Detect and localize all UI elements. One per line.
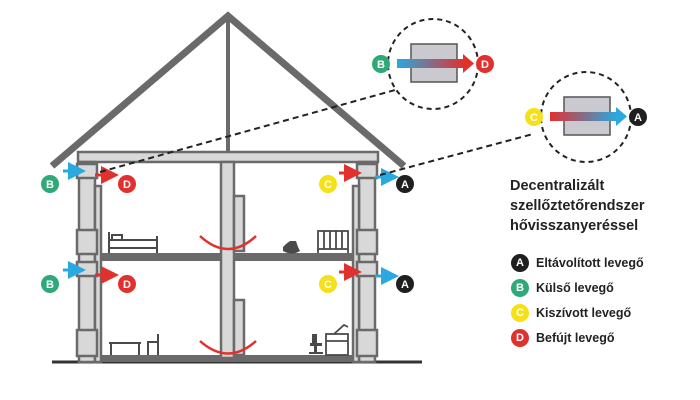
chair-icon (147, 334, 159, 355)
svg-text:B: B (46, 279, 54, 291)
diagram-title-line-2: szellőztetőrendszer (510, 198, 645, 214)
recovery-arc-upper (199, 235, 257, 251)
callout-line-1 (99, 89, 396, 173)
roof (49, 11, 407, 169)
center-column (219, 160, 246, 360)
legend-badge-d: D (511, 329, 529, 347)
recovery-arc-lower (199, 340, 257, 355)
legend-item-b: B Külső levegő (511, 278, 614, 298)
svg-text:D: D (123, 279, 131, 291)
legend-label-a: Eltávolított levegő (536, 256, 644, 270)
rocking-horse-icon (283, 241, 300, 254)
svg-text:D: D (481, 59, 489, 71)
magnifier-inflow: B D (372, 18, 494, 110)
legend-badge-c: C (511, 304, 529, 322)
badge-a-upper: A (396, 175, 414, 193)
desk-icon (325, 323, 349, 356)
svg-text:A: A (401, 279, 409, 291)
crib-icon (317, 230, 349, 253)
magnifier-outflow: C A (525, 71, 647, 163)
badge-b-upper: B (41, 175, 59, 193)
office-chair-icon (309, 334, 323, 354)
badge-d-lower: D (118, 275, 136, 293)
badge-a-lower: A (396, 275, 414, 293)
badge-b-lower: B (41, 275, 59, 293)
svg-text:C: C (530, 112, 538, 124)
svg-text:C: C (324, 179, 332, 191)
legend-label-d: Befújt levegő (536, 331, 615, 345)
svg-text:B: B (46, 179, 54, 191)
legend-item-c: C Kiszívott levegő (511, 303, 631, 323)
legend-badge-a: A (511, 254, 529, 272)
legend-label-b: Külső levegő (536, 281, 614, 295)
right-wall (351, 160, 379, 364)
svg-text:C: C (324, 279, 332, 291)
svg-text:D: D (123, 179, 131, 191)
svg-text:B: B (377, 59, 385, 71)
svg-text:A: A (634, 112, 642, 124)
legend-item-d: D Befújt levegő (511, 328, 615, 348)
table-icon (109, 342, 141, 355)
legend-item-a: A Eltávolított levegő (511, 253, 644, 273)
left-wall (75, 160, 103, 364)
callout-line-2 (379, 133, 534, 176)
badge-c-upper: C (319, 175, 337, 193)
diagram-title-line-3: hővisszanyeréssel (510, 218, 639, 234)
badge-d-upper: D (118, 175, 136, 193)
diagram-title-line-1: Decentralizált (510, 178, 605, 194)
bed-icon (108, 232, 158, 253)
badge-c-lower: C (319, 275, 337, 293)
legend-badge-b: B (511, 279, 529, 297)
legend-label-c: Kiszívott levegő (536, 306, 632, 320)
svg-text:A: A (401, 179, 409, 191)
attic-floor (76, 150, 380, 164)
